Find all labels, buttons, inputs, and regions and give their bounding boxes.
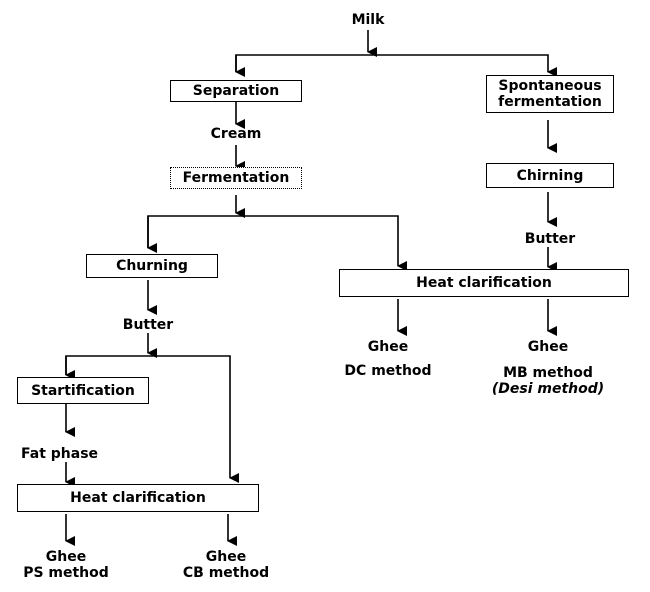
dc-method-label: DC method [344,363,432,379]
fat-phase-label: Fat phase [21,446,99,462]
startification-box: Startification [17,377,149,404]
ghee-cb-label: Ghee [205,549,247,565]
mb-method-label: MB method [503,365,593,381]
ghee-dc-label: Ghee [367,339,409,355]
spontaneous-fermentation-box: Spontaneous fermentation [486,75,614,113]
heat-clarification-right-box: Heat clarification [339,269,629,297]
ghee-mb-label: Ghee [527,339,569,355]
butter-label-left: Butter [122,317,174,333]
cb-method-label: CB method [182,565,270,581]
churning-box: Churning [86,254,218,278]
heat-clarification-left-box: Heat clarification [17,484,259,512]
cream-label: Cream [210,126,262,142]
separation-box: Separation [170,80,302,102]
desi-method-label: (Desi method) [491,381,605,397]
connector-milk-split [235,54,557,77]
ghee-ps-label: Ghee [45,549,87,565]
ps-method-label: PS method [23,565,109,581]
milk-label: Milk [351,12,385,28]
chirning-box: Chirning [486,163,614,188]
butter-label-right: Butter [524,231,576,247]
fermentation-box: Fermentation [170,167,302,189]
